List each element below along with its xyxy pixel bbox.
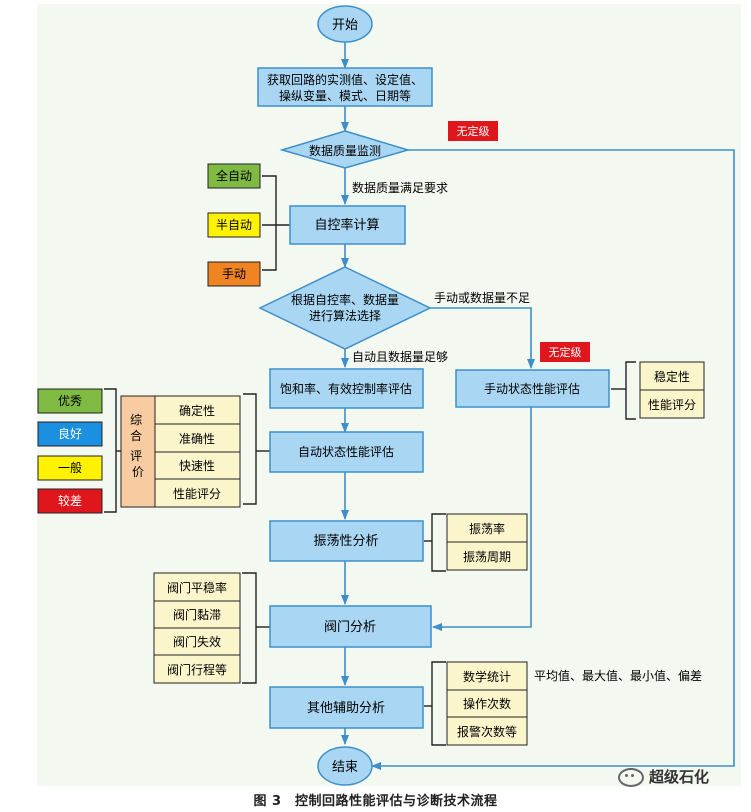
valve-item <box>153 654 241 684</box>
composite-item <box>154 423 241 453</box>
manual-item-score-label: 性能评分 <box>648 398 696 412</box>
other-analysis-box <box>269 686 424 729</box>
start-label: 开始 <box>332 18 358 33</box>
acquire-label-2: 操纵变量、模式、日期等 <box>279 88 411 103</box>
other-items: 数学统计 操作次数 报警次数等 <box>446 661 528 746</box>
composite-items: 确定性 准确性 快速性 性能评分 <box>154 395 241 508</box>
composite-item <box>154 478 241 508</box>
other-item <box>446 689 528 718</box>
self-control-box <box>289 205 406 245</box>
no-grade-badge-1 <box>448 121 498 141</box>
composite-item-label: 快速性 <box>179 459 215 473</box>
osc-item-rate <box>446 513 528 543</box>
acquire-label-1: 获取回路的实测值、设定值、 <box>267 72 423 87</box>
valve-item <box>153 600 241 629</box>
mode-semi-auto <box>207 212 261 238</box>
mode-full-auto-label: 全自动 <box>216 168 252 183</box>
algorithm-decision <box>258 266 432 350</box>
quality-ok-label: 数据质量满足要求 <box>352 180 448 195</box>
mode-manual-label: 手动 <box>222 267 246 281</box>
composite-box <box>120 395 156 508</box>
stats-note: 平均值、最大值、最小值、偏差 <box>534 668 702 683</box>
grade-excellent <box>37 388 103 414</box>
saturation-label: 饱和率、有效控制率评估 <box>280 381 412 396</box>
grade-good <box>37 421 103 447</box>
composite-char-1: 综 <box>130 413 142 427</box>
manual-eval-label: 手动状态性能评估 <box>484 382 580 396</box>
osc-item-period <box>446 541 528 571</box>
grade-fair <box>37 455 103 481</box>
manual-item-stability <box>639 361 705 391</box>
composite-label: 综 合 评 价 <box>130 413 146 479</box>
osc-item-period-label: 振荡周期 <box>463 550 511 564</box>
no-grade-badge-2 <box>540 342 590 362</box>
valve-item-label: 阀门平稳率 <box>167 580 227 595</box>
auto-branch-label: 自动且数据量足够 <box>352 349 448 364</box>
start-node <box>317 5 373 43</box>
composite-item <box>154 395 241 425</box>
manual-item-stability-label: 稳定性 <box>654 369 690 384</box>
grade-fair-label: 一般 <box>58 460 82 475</box>
grade-excellent-label: 优秀 <box>58 394 82 408</box>
watermark: 超级石化 <box>618 766 748 788</box>
other-item-label: 数学统计 <box>463 669 511 684</box>
saturation-box <box>269 368 424 409</box>
composite-item-label: 性能评分 <box>173 487 221 501</box>
composite-char-2: 合 <box>130 428 142 443</box>
end-label: 结束 <box>332 760 358 775</box>
other-item-label: 报警次数等 <box>457 724 517 739</box>
quality-decision <box>279 130 411 169</box>
other-item-label: 操作次数 <box>463 696 511 711</box>
quality-label: 数据质量监测 <box>309 143 381 158</box>
no-grade-label-2: 无定级 <box>549 345 582 359</box>
other-item <box>446 716 528 746</box>
composite-item-label: 确定性 <box>179 403 215 418</box>
other-analysis-label: 其他辅助分析 <box>307 701 385 716</box>
valve-item-label: 阀门行程等 <box>167 662 227 677</box>
composite-item-label: 准确性 <box>179 432 215 446</box>
manual-eval-box <box>455 369 610 408</box>
valve-item <box>153 572 241 602</box>
composite-char-3: 评 <box>130 449 142 463</box>
no-grade-label-1: 无定级 <box>457 124 490 138</box>
valve-box <box>269 605 432 648</box>
mode-full-auto <box>207 163 261 189</box>
valve-label: 阀门分析 <box>324 620 376 635</box>
mode-manual <box>207 261 261 287</box>
composite-char-4: 价 <box>132 465 144 479</box>
osc-item-rate-label: 振荡率 <box>469 521 505 536</box>
valve-items: 阀门平稳率 阀门黏滞 阀门失效 阀门行程等 <box>153 572 241 684</box>
oscillation-box <box>269 520 424 562</box>
auto-eval-box <box>269 431 424 473</box>
manual-item-score <box>639 389 705 419</box>
connectors <box>341 42 735 770</box>
brackets <box>104 175 636 746</box>
figure-caption: 图 3 控制回路性能评估与诊断技术流程 <box>253 794 498 809</box>
oscillation-label: 振荡性分析 <box>313 534 378 549</box>
auto-eval-label: 自动状态性能评估 <box>298 445 394 459</box>
grade-good-label: 良好 <box>58 426 82 441</box>
mode-semi-auto-label: 半自动 <box>216 218 252 232</box>
wechat-icon <box>618 768 644 787</box>
valve-item-label: 阀门失效 <box>173 634 221 649</box>
other-item <box>446 661 528 691</box>
composite-item <box>154 451 241 480</box>
watermark-text: 超级石化 <box>649 768 710 786</box>
self-control-label: 自控率计算 <box>314 217 379 233</box>
algorithm-label-2: 进行算法选择 <box>309 308 381 323</box>
grade-poor-label: 较差 <box>58 493 82 508</box>
end-node <box>317 746 373 786</box>
grade-poor <box>37 488 103 514</box>
valve-item-label: 阀门黏滞 <box>173 607 221 622</box>
valve-item <box>153 627 241 656</box>
acquire-box <box>257 67 433 107</box>
algorithm-label-1: 根据自控率、数据量 <box>291 292 399 307</box>
manual-branch-label: 手动或数据量不足 <box>434 290 530 305</box>
